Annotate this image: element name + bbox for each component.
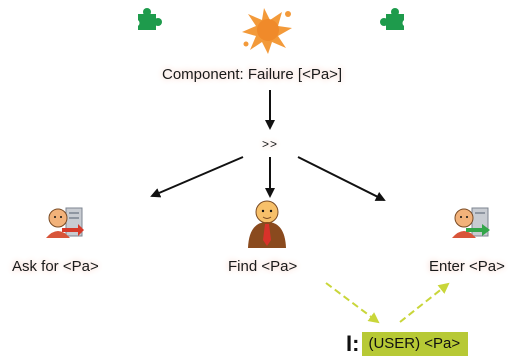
user-role-label: (USER) <Pa> (362, 332, 469, 356)
user-role-node[interactable]: I: (USER) <Pa> (346, 331, 469, 357)
user-edge-to-enter (399, 282, 450, 323)
ask-user-form-icon (46, 207, 84, 238)
user-edge-from-ask (325, 282, 380, 324)
puzzle-piece-icon (380, 8, 410, 30)
sequence-operator-label: >> (262, 137, 279, 151)
enter-form-icon (452, 207, 490, 238)
user-role-marker: I: (346, 331, 360, 356)
person-with-tie-icon (248, 200, 286, 248)
edge-sequence-to-enter (297, 156, 386, 201)
edge-sequence-to-ask (150, 156, 244, 198)
task-enter-label[interactable]: Enter <Pa> (429, 258, 505, 275)
puzzle-piece-icon (132, 8, 162, 30)
task-find-label[interactable]: Find <Pa> (228, 258, 298, 275)
splat-icon (242, 8, 292, 54)
root-node-label[interactable]: Component: Failure [<Pa>] (162, 66, 343, 83)
task-ask-for-label[interactable]: Ask for <Pa> (12, 258, 99, 275)
